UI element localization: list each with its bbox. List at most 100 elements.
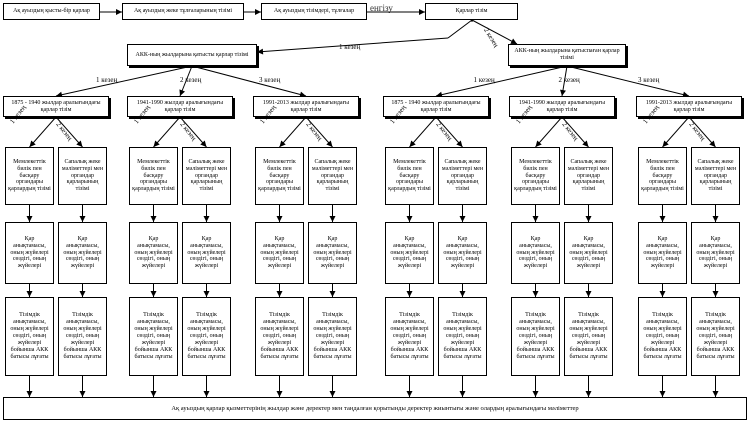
arrowhead: [659, 291, 666, 297]
source-box-3: Ақ ауыздың тізімдері, тұлғалар: [261, 3, 367, 20]
arrowhead: [76, 140, 83, 147]
arrowhead: [456, 140, 463, 147]
arrowhead: [26, 391, 33, 397]
quality-data-box: Сапалық жеке мәліметтері мен органдар қа…: [308, 147, 357, 205]
arrowhead: [585, 391, 592, 397]
arrowhead: [150, 216, 157, 222]
arrow-line: [55, 116, 83, 148]
definition-box: Қар анықтамасы, оның жүйелері сөздігі, о…: [5, 222, 54, 284]
quality-data-box: Сапалық жеке мәліметтері мен органдар қа…: [438, 147, 487, 205]
arrowhead: [299, 91, 306, 98]
arrow-line: [447, 19, 473, 39]
state-organs-box: Мемлекеттік билік пен басқару органдары …: [255, 147, 304, 205]
definition-box: Қар анықтамасы, оның жүйелері сөздігі, о…: [438, 222, 487, 284]
arrow-line: [256, 37, 449, 53]
arrowhead: [203, 291, 210, 297]
quality-data-box: Сапалық жеке мәліметтері мен органдар қа…: [182, 147, 231, 205]
period-label: 3 кезең: [638, 76, 660, 84]
arrowhead: [279, 140, 286, 147]
arrowhead: [560, 89, 566, 96]
related-list-box: АКК-ның жылдарына қатысты қарлар тізімі: [127, 44, 257, 66]
arrow-line: [191, 65, 307, 97]
arrowhead: [116, 9, 122, 15]
definition-box: Қар анықтамасы, оның жүйелері сөздігі, о…: [564, 222, 613, 284]
arrowhead: [329, 291, 336, 297]
period-box: 1941-1990 жылдар аралығындағы қарлар тіз…: [127, 96, 233, 117]
arrowhead: [532, 291, 539, 297]
period-label: 1 кезең: [96, 76, 118, 84]
arrowhead: [532, 391, 539, 397]
arrowhead: [150, 291, 157, 297]
state-organs-box: Мемлекеттік билік пен басқару органдары …: [638, 147, 687, 205]
quality-data-box: Сапалық жеке мәліметтері мен органдар қа…: [58, 147, 107, 205]
arrowhead: [709, 140, 716, 147]
arrowhead: [203, 391, 210, 397]
list-definition-box: Тізімдік анықтамасы, оның жүйелері сөзді…: [385, 297, 434, 376]
arrowhead: [406, 216, 413, 222]
arrowhead: [585, 216, 592, 222]
definition-box: Қар анықтамасы, оның жүйелері сөздігі, о…: [308, 222, 357, 284]
list-definition-box: Тізімдік анықтамасы, оның жүйелері сөзді…: [308, 297, 357, 376]
definition-box: Қар анықтамасы, оның жүйелері сөздігі, о…: [691, 222, 740, 284]
arrowhead: [459, 291, 466, 297]
arrow-line: [435, 65, 568, 97]
arrowhead: [329, 216, 336, 222]
arrowhead: [29, 140, 36, 147]
arrowhead: [255, 9, 261, 15]
state-organs-box: Мемлекеттік билік пен басқару органдары …: [5, 147, 54, 205]
list-definition-box: Тізімдік анықтамасы, оның жүйелері сөзді…: [5, 297, 54, 376]
period-label: 3 кезең: [259, 76, 281, 84]
arrowhead: [459, 391, 466, 397]
split-left-label: 1 кезең: [339, 43, 361, 51]
arrow-line: [409, 116, 437, 148]
source-box-1: Ақ ауыздың қысты-бір қарлар: [3, 3, 100, 20]
arrowhead: [535, 140, 542, 147]
definition-box: Қар анықтамасы, оның жүйелері сөздігі, о…: [385, 222, 434, 284]
arrow-line: [55, 65, 193, 97]
arrowhead: [712, 216, 719, 222]
arrowhead: [532, 216, 539, 222]
arrowhead: [276, 291, 283, 297]
arrow-line: [688, 116, 716, 148]
arrowhead: [329, 391, 336, 397]
arrow-line: [561, 116, 589, 148]
definition-box: Қар анықтамасы, оның жүйелері сөздігі, о…: [511, 222, 560, 284]
arrowhead: [662, 140, 669, 147]
period-box: 1991-2013 жылдар аралығындағы қарлар тіз…: [253, 96, 359, 117]
arrowhead: [79, 291, 86, 297]
list-definition-box: Тізімдік анықтамасы, оның жүйелері сөзді…: [638, 297, 687, 376]
arrowhead: [409, 140, 416, 147]
arrow-line: [471, 19, 518, 45]
arrowhead: [26, 291, 33, 297]
arrow-line: [305, 116, 333, 148]
arrow-line: [153, 116, 181, 148]
arrow-line: [535, 116, 563, 148]
period-label: 2 кезең: [558, 76, 580, 84]
period-box: 1875 - 1940 жылдар аралығындағы қарлар т…: [383, 96, 489, 117]
arrow-line: [179, 116, 207, 148]
definition-box: Қар анықтамасы, оның жүйелері сөздігі, о…: [638, 222, 687, 284]
arrowhead: [326, 140, 333, 147]
list-definition-box: Тізімдік анықтамасы, оның жүйелері сөзді…: [564, 297, 613, 376]
register-box: Қарлар тізім: [425, 3, 518, 20]
list-definition-box: Тізімдік анықтамасы, оның жүйелері сөзді…: [438, 297, 487, 376]
arrowhead: [582, 140, 589, 147]
period-label: 2 кезең: [180, 76, 202, 84]
arrow-line: [29, 116, 57, 148]
input-arrow-label: енгізу: [370, 3, 393, 13]
definition-box: Қар анықтамасы, оның жүйелері сөздігі, о…: [58, 222, 107, 284]
definition-box: Қар анықтамасы, оның жүйелері сөздігі, о…: [182, 222, 231, 284]
arrowhead: [585, 291, 592, 297]
arrowhead: [459, 216, 466, 222]
arrowhead: [712, 391, 719, 397]
period-box: 1941-1990 жылдар аралығындағы қарлар тіз…: [509, 96, 615, 117]
quality-data-box: Сапалық жеке мәліметтері мен органдар қа…: [691, 147, 740, 205]
arrowhead: [200, 140, 207, 147]
arrowhead: [276, 216, 283, 222]
state-organs-box: Мемлекеттік билік пен басқару органдары …: [511, 147, 560, 205]
arrowhead: [659, 216, 666, 222]
period-label: 1 кезең: [473, 76, 495, 84]
arrowhead: [153, 140, 160, 147]
